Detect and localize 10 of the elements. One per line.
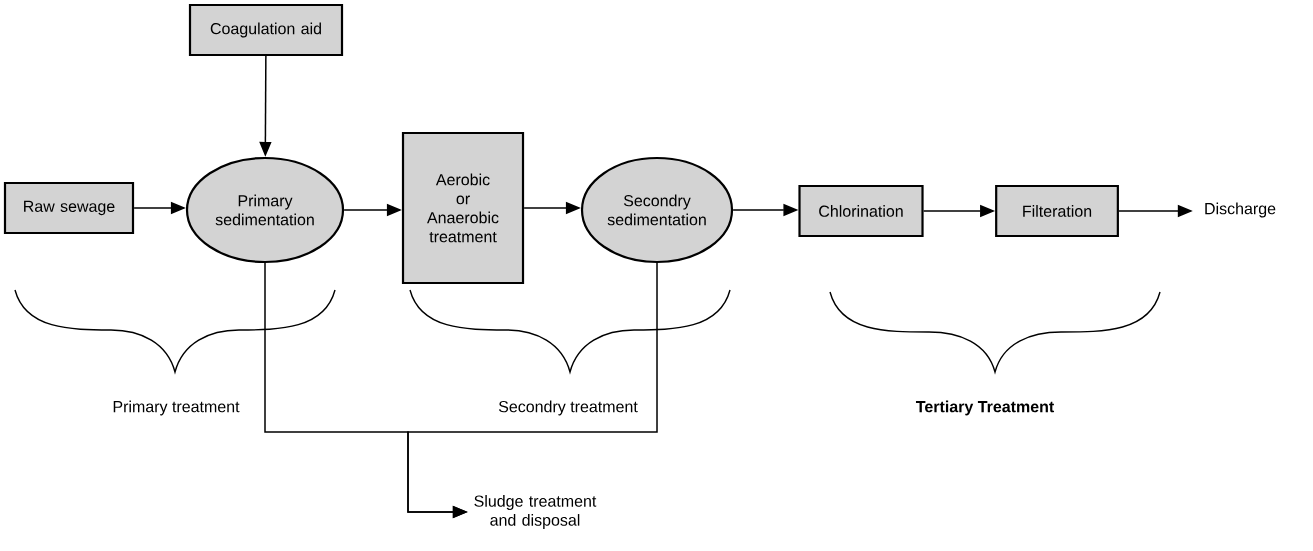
stage-label: Tertiary Treatment [916, 400, 1054, 416]
output-text: Discharge [1205, 202, 1276, 218]
process-box: Chlorination [798, 184, 924, 238]
stage-label: Secondry treatment [498, 400, 638, 416]
process-box: Filteration [995, 184, 1119, 238]
process-box: Aerobic or Anaerobic treatment [401, 131, 525, 285]
stage-label: Primary treatment [113, 400, 240, 416]
process-box: Raw sewage [3, 181, 135, 235]
output-text: Sludge treatment and disposal [474, 495, 597, 529]
process-box: Coagulation aid [188, 3, 344, 57]
